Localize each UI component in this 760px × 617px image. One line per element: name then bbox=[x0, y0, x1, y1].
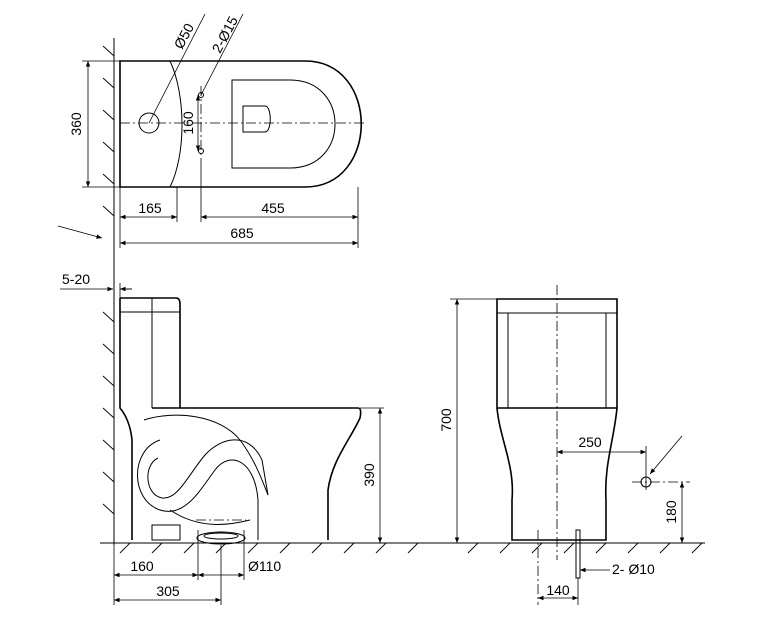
dim-front-height: 700 bbox=[438, 408, 454, 432]
dim-outlet-center: 305 bbox=[156, 583, 180, 599]
dim-total-length: 685 bbox=[230, 225, 254, 241]
dim-bolt-spacing: 140 bbox=[546, 582, 570, 598]
front-view: 700 250 180 2- Ø10 140 bbox=[438, 285, 690, 605]
dim-flush-diameter: Ø50 bbox=[171, 20, 198, 51]
dim-bolts: 2- Ø10 bbox=[612, 561, 655, 577]
dim-side-height: 390 bbox=[361, 463, 377, 487]
dim-rough-in: 160 bbox=[130, 558, 154, 574]
dim-mounting-holes: 2-Ø15 bbox=[209, 13, 241, 55]
dim-inlet-height: 180 bbox=[663, 500, 679, 524]
top-view: 360 160 Ø50 2-Ø15 165 455 685 bbox=[57, 13, 365, 248]
side-view: 5-20 390 160 Ø110 305 bbox=[60, 271, 384, 605]
dim-hole-spacing: 160 bbox=[180, 111, 196, 135]
dim-wall-gap: 5-20 bbox=[62, 271, 90, 287]
dim-top-depth: 360 bbox=[68, 112, 84, 136]
wall bbox=[102, 38, 115, 545]
floor-side bbox=[100, 542, 470, 554]
dim-inlet-offset: 250 bbox=[578, 434, 602, 450]
dim-bowl-length: 455 bbox=[261, 200, 285, 216]
dim-tank-depth: 165 bbox=[138, 200, 162, 216]
wall-hatch-icon bbox=[102, 45, 115, 515]
dim-outlet-diameter: Ø110 bbox=[248, 558, 281, 574]
